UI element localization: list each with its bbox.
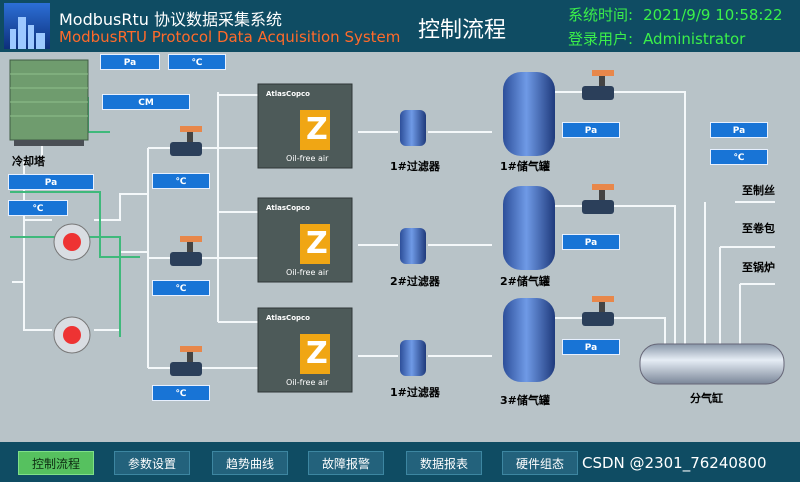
level-value-box: CM xyxy=(102,94,190,110)
filter-2-label: 2#过滤器 xyxy=(390,275,440,288)
nav-parameter-settings[interactable]: 参数设置 xyxy=(114,451,190,475)
system-time-label: 系统时间: xyxy=(568,6,634,24)
app-subtitle: ModbusRTU Protocol Data Acquisition Syst… xyxy=(59,28,401,46)
valve-icon xyxy=(170,70,614,376)
login-user-label: 登录用户: xyxy=(568,30,634,48)
pressure-value-box: Pa xyxy=(562,234,620,250)
nav-control-flow[interactable]: 控制流程 xyxy=(18,451,94,475)
system-time: 系统时间: 2021/9/9 10:58:22 xyxy=(568,4,783,25)
nav-data-report[interactable]: 数据报表 xyxy=(406,451,482,475)
pump-icon xyxy=(53,223,91,354)
compressor-brand: AtlasCopco xyxy=(266,90,310,98)
to-boiler-label: 至锅炉 xyxy=(742,261,775,274)
cooling-tower-icon xyxy=(9,59,89,146)
filter-3-label: 1#过滤器 xyxy=(390,386,440,399)
white-pipes xyxy=(12,91,775,369)
pressure-value-box: Pa xyxy=(562,122,620,138)
temperature-value-box: ℃ xyxy=(152,280,210,296)
filter-icon xyxy=(400,110,426,376)
system-time-value: 2021/9/9 10:58:22 xyxy=(643,6,783,24)
nav-bar: 控制流程 参数设置 趋势曲线 故障报警 数据报表 硬件组态 CSDN @2301… xyxy=(0,442,800,482)
compressor-brand: AtlasCopco xyxy=(266,204,310,212)
temperature-value-box: ℃ xyxy=(710,149,768,165)
page-title: 控制流程 xyxy=(418,18,507,43)
login-user-value: Administrator xyxy=(643,30,746,48)
temperature-value-box: ℃ xyxy=(152,173,210,189)
pressure-value-box: Pa xyxy=(8,174,94,190)
temperature-value-box: ℃ xyxy=(8,200,68,216)
filter-1-label: 1#过滤器 xyxy=(390,160,440,173)
header-bar: ModbusRtu 协议数据采集系统 ModbusRTU Protocol Da… xyxy=(0,0,800,52)
nav-trend-curve[interactable]: 趋势曲线 xyxy=(212,451,288,475)
pressure-value-box: Pa xyxy=(710,122,768,138)
compressor-logo: Z xyxy=(306,226,328,261)
nav-hardware-config[interactable]: 硬件组态 xyxy=(502,451,578,475)
watermark: CSDN @2301_76240800 xyxy=(582,454,767,472)
compressor-model: Oil-free air xyxy=(286,378,329,387)
app-title: ModbusRtu 协议数据采集系统 xyxy=(59,10,283,29)
city-logo-icon xyxy=(4,3,50,49)
process-diagram: 冷却塔 AtlasCopco Z Oil-free air AtlasCopco… xyxy=(0,52,800,442)
compressor-model: Oil-free air xyxy=(286,268,329,277)
tank-2-label: 2#储气罐 xyxy=(500,275,550,288)
temperature-value-box: ℃ xyxy=(152,385,210,401)
pipe-network xyxy=(9,59,785,393)
compressor-model: Oil-free air xyxy=(286,154,329,163)
to-roll-label: 至卷包 xyxy=(742,222,775,235)
login-user: 登录用户: Administrator xyxy=(568,28,745,49)
tank-3-label: 3#储气罐 xyxy=(500,394,550,407)
nav-fault-alarm[interactable]: 故障报警 xyxy=(308,451,384,475)
air-tank-icon xyxy=(503,72,555,382)
pressure-value-box: Pa xyxy=(562,339,620,355)
tank-1-label: 1#储气罐 xyxy=(500,160,550,173)
cooling-tower-label: 冷却塔 xyxy=(12,155,45,168)
pressure-value-box: Pa xyxy=(100,54,160,70)
compressor-logo: Z xyxy=(306,112,328,147)
air-compressor-icon xyxy=(257,83,353,393)
temperature-value-box: ℃ xyxy=(168,54,226,70)
distributor-icon xyxy=(639,343,785,385)
compressor-brand: AtlasCopco xyxy=(266,314,310,322)
to-silk-label: 至制丝 xyxy=(742,184,775,197)
distributor-label: 分气缸 xyxy=(690,392,723,405)
compressor-logo: Z xyxy=(306,336,328,371)
